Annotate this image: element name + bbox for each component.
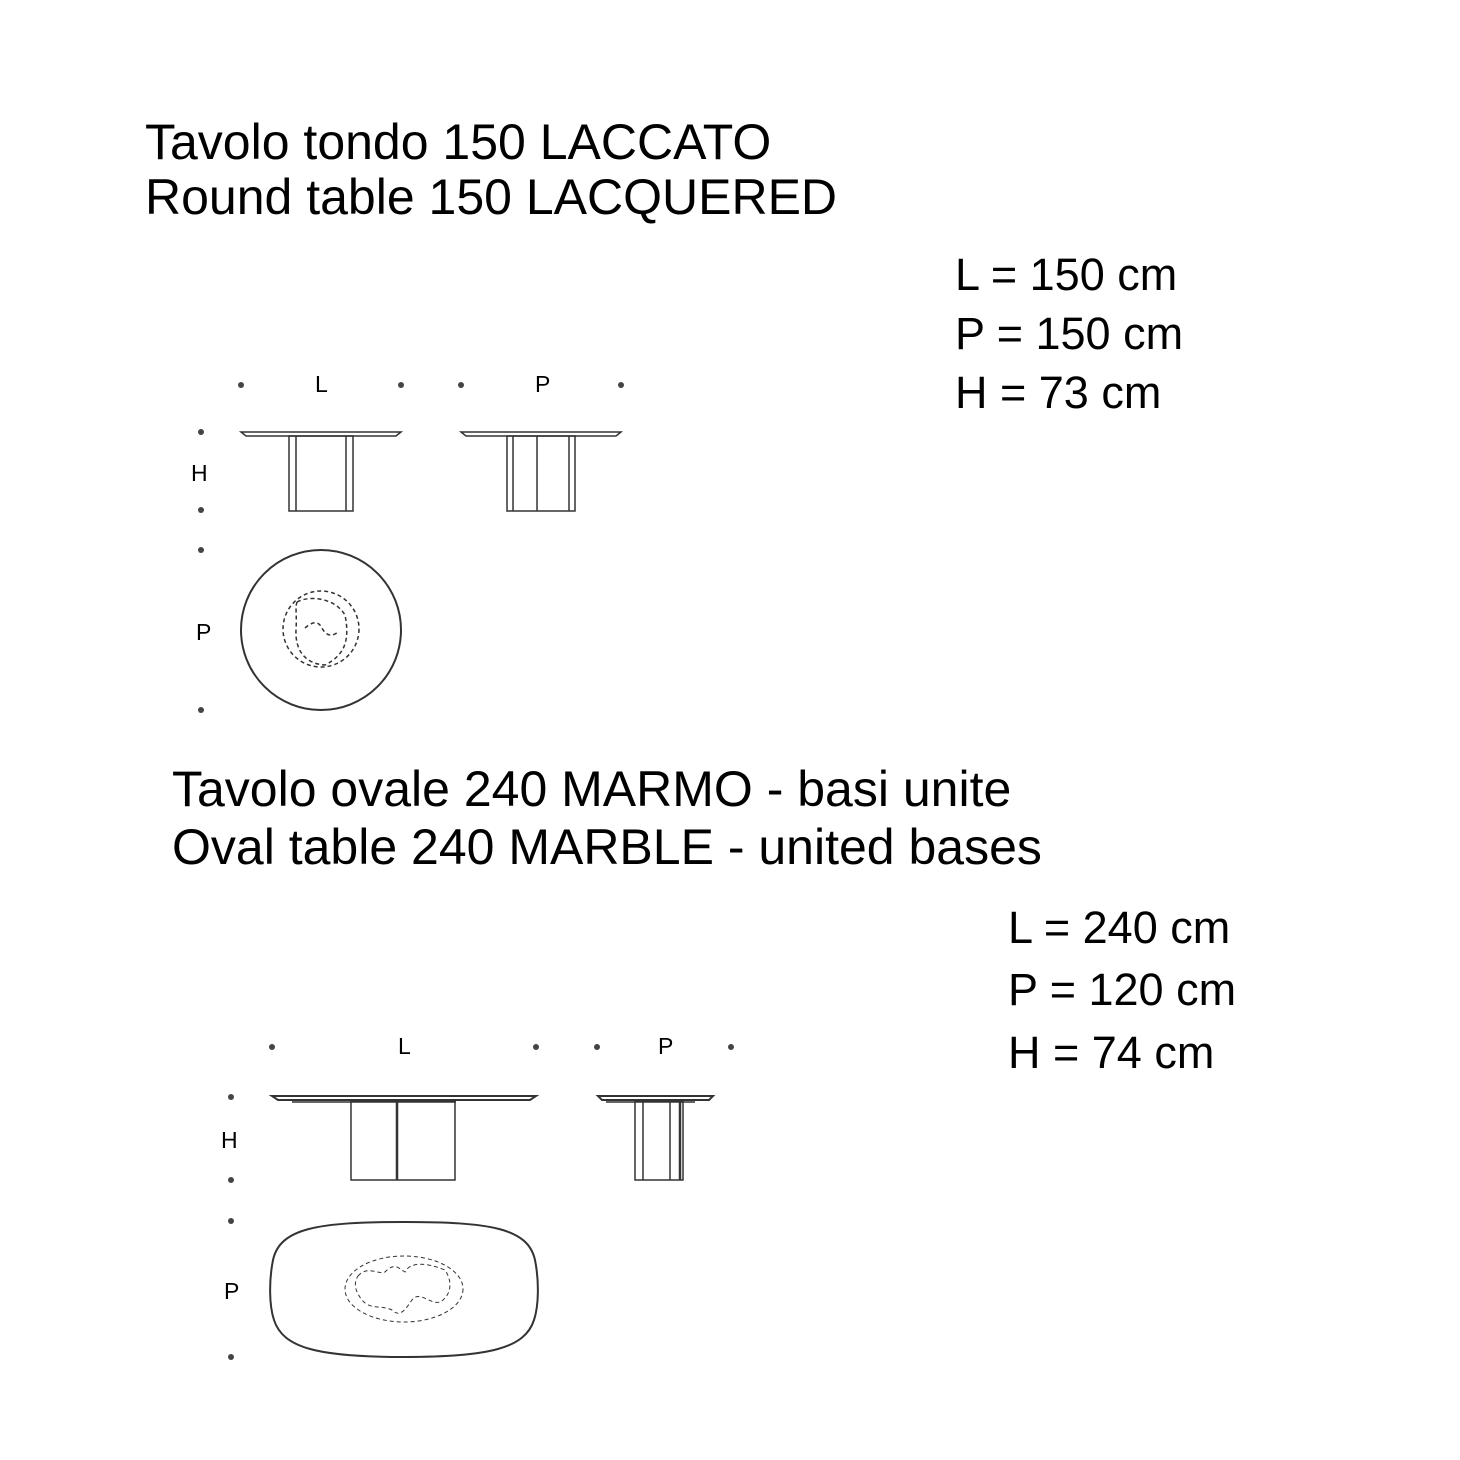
- table1-dot: [198, 429, 204, 435]
- table2-dot: [228, 1094, 234, 1100]
- table2-side-top: [595, 1095, 716, 1101]
- table2-plan-view: [269, 1220, 539, 1359]
- table1-side-top: [458, 431, 624, 437]
- table1-plan-base-dashed: [282, 590, 360, 668]
- table1-dim-length: L = 150 cm: [955, 249, 1178, 300]
- table2-label-l: L: [398, 1033, 411, 1059]
- table2-dot: [728, 1044, 734, 1050]
- table2-side-base: [634, 1100, 684, 1181]
- table2-dot: [228, 1177, 234, 1183]
- table1-plan-base-dashed: [295, 597, 348, 666]
- table1-plan-base-dashed: [304, 622, 339, 636]
- table1-label-p-side: P: [535, 371, 551, 397]
- table1-dot: [618, 382, 624, 388]
- table2-dimension-dots: [228, 1044, 734, 1360]
- table2-plan-base-dashed: [354, 1263, 451, 1314]
- table1-title-english: Round table 150 LACQUERED: [145, 169, 838, 225]
- table1-label-p-plan: P: [196, 619, 212, 645]
- table2-label-h: H: [221, 1127, 238, 1153]
- table2-plan-base-dashed: [344, 1255, 464, 1323]
- table2-title-english: Oval table 240 MARBLE - united bases: [172, 819, 1042, 875]
- table1-label-l: L: [315, 371, 328, 397]
- table1-dim-depth: P = 150 cm: [955, 308, 1184, 359]
- table1-front-view: [238, 431, 404, 512]
- table2-label-p-plan: P: [224, 1278, 240, 1304]
- table2-front-base: [350, 1100, 456, 1181]
- table2-label-p-side: P: [658, 1033, 674, 1059]
- table2-dot: [269, 1044, 275, 1050]
- table2-front-view: [268, 1095, 540, 1181]
- table2-title-italian: Tavolo ovale 240 MARMO - basi unite: [172, 761, 1012, 817]
- table1-plan-top-outline: [240, 549, 402, 711]
- table1-side-base: [506, 435, 576, 512]
- table1-dot: [398, 382, 404, 388]
- table1-dot: [198, 547, 204, 553]
- table2-dim-depth: P = 120 cm: [1008, 964, 1237, 1015]
- table1-plan-view: [240, 549, 402, 711]
- table2-dot: [228, 1218, 234, 1224]
- table1-front-top: [238, 431, 404, 437]
- table2-dot: [594, 1044, 600, 1050]
- table2-front-top: [268, 1095, 540, 1101]
- table1-dim-height: H = 73 cm: [955, 367, 1162, 418]
- table2-dim-height: H = 74 cm: [1008, 1027, 1215, 1078]
- table1-front-base: [288, 435, 354, 512]
- table2-dot: [228, 1354, 234, 1360]
- table2-dot: [533, 1044, 539, 1050]
- table1-dot: [198, 707, 204, 713]
- table1-dot: [458, 382, 464, 388]
- table1-dimension-dots: [198, 382, 624, 713]
- table2-dim-length: L = 240 cm: [1008, 902, 1231, 953]
- table1-dot: [238, 382, 244, 388]
- table1-label-h: H: [191, 460, 208, 486]
- table2-plan-top-outline: [269, 1220, 539, 1359]
- table2-side-view: [595, 1095, 716, 1181]
- table1-dot: [198, 507, 204, 513]
- table1-side-view: [458, 431, 624, 512]
- table1-title-italian: Tavolo tondo 150 LACCATO: [145, 114, 772, 170]
